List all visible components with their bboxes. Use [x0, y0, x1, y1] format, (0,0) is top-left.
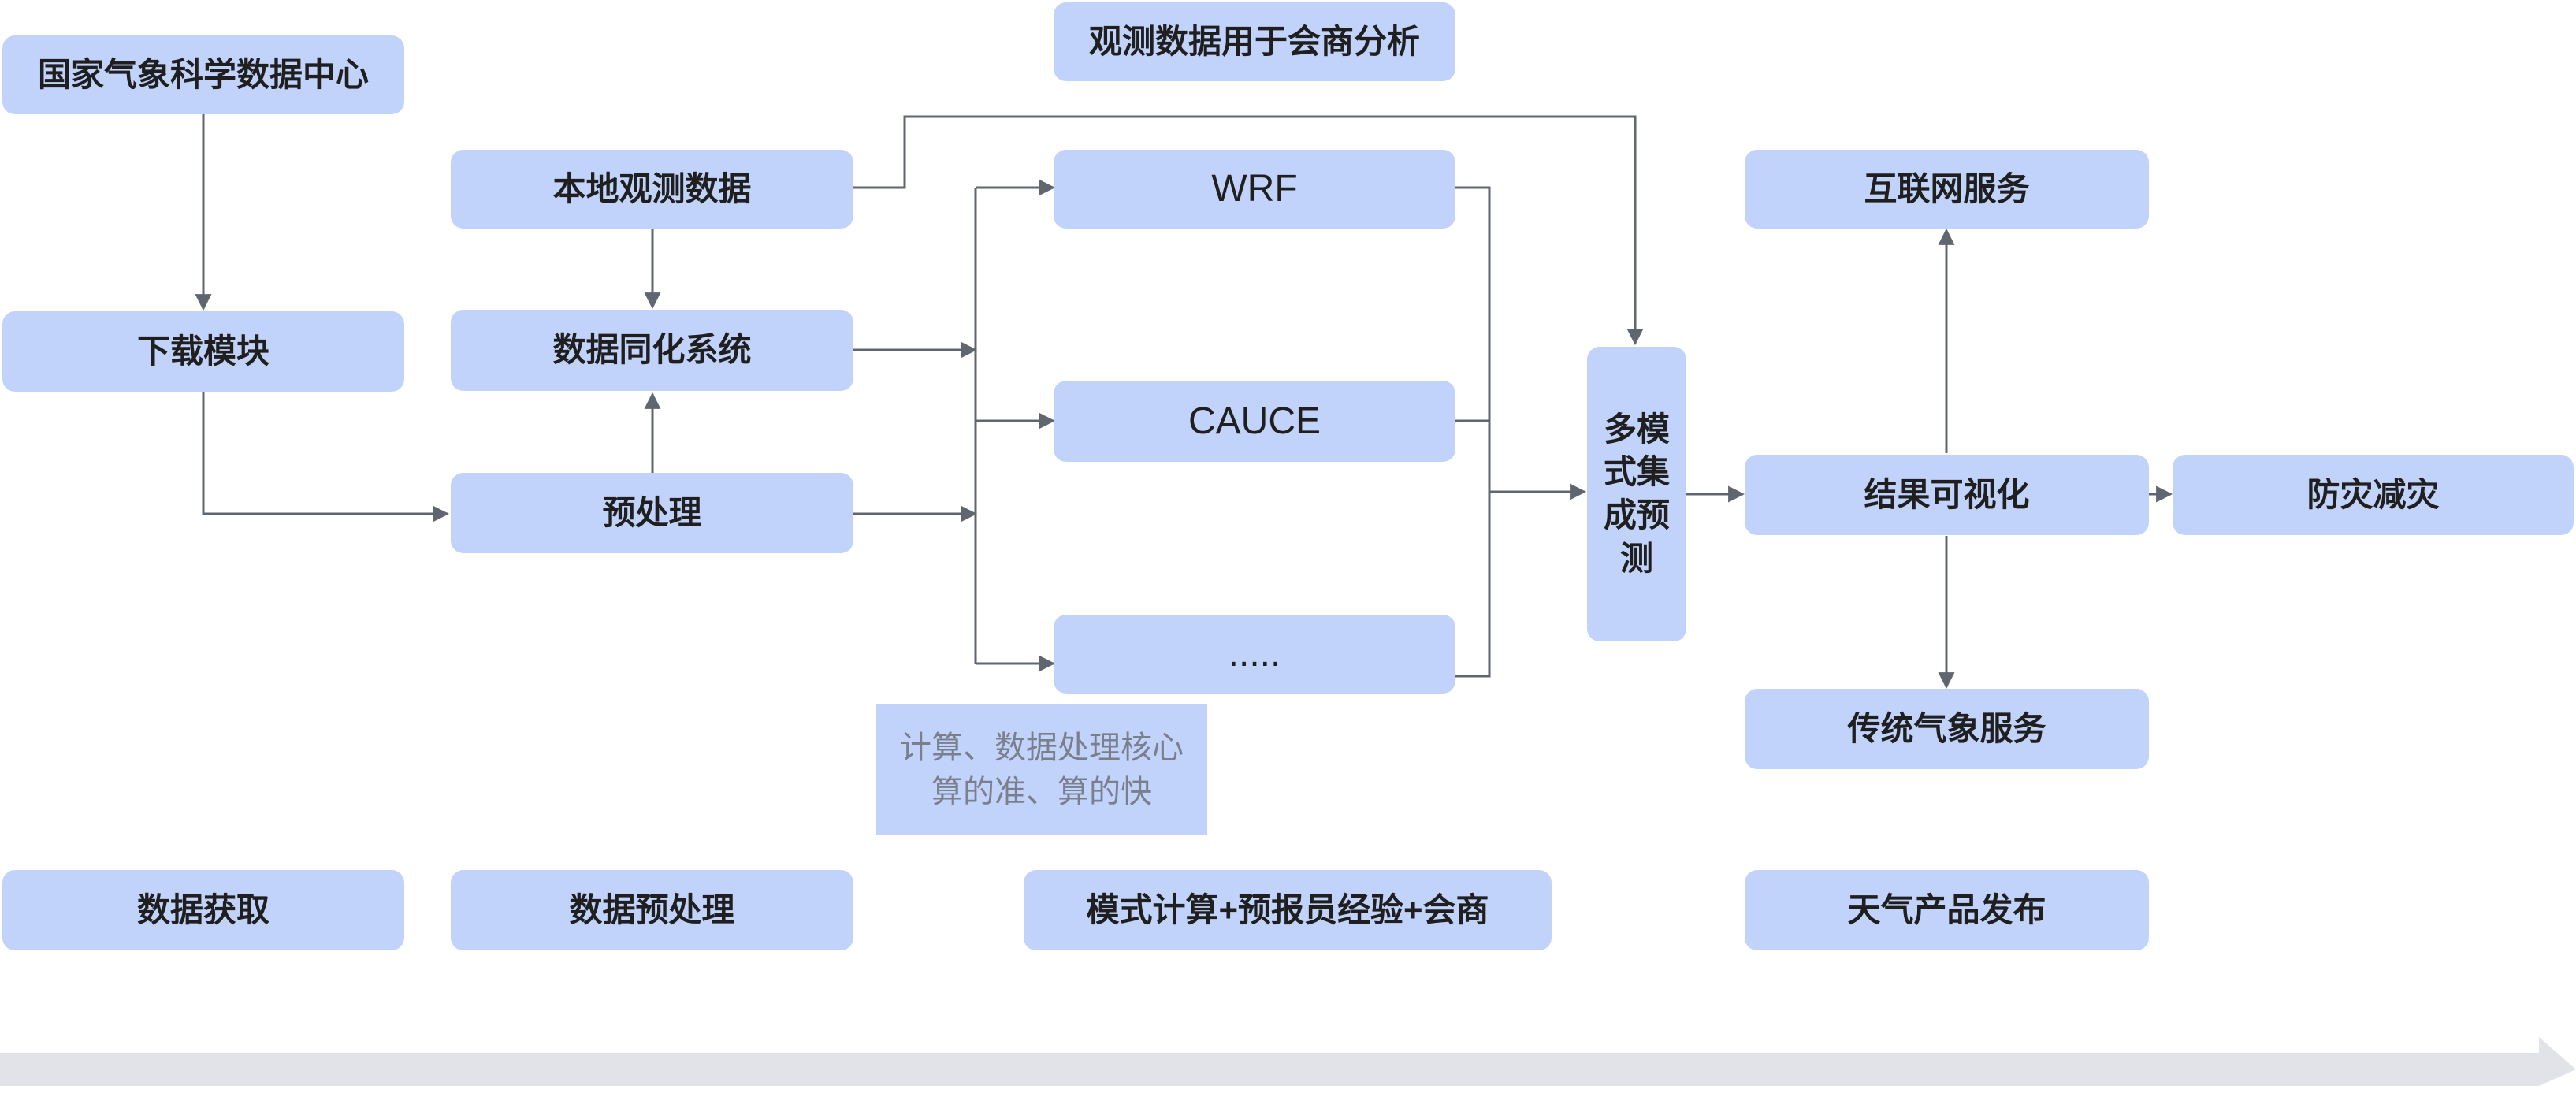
node-disaster: 防灾减灾 — [2173, 455, 2574, 535]
node-national-center: 国家气象科学数据中心 — [2, 35, 404, 114]
node-preprocess: 预处理 — [451, 473, 853, 553]
node-ensemble: 多模式集成预测 — [1587, 347, 1686, 641]
node-ellipsis: ..... — [1054, 615, 1455, 694]
node-wrf: WRF — [1054, 150, 1455, 229]
node-traditional-service: 传统气象服务 — [1745, 689, 2149, 769]
edge-models-merge — [1455, 186, 1491, 678]
stage-model: 模式计算+预报员经验+会商 — [1024, 870, 1552, 950]
edge-download-to-preprocess — [202, 392, 450, 522]
core-note-line1: 计算、数据处理核心 — [900, 730, 1184, 765]
node-internet-service: 互联网服务 — [1745, 150, 2149, 229]
core-note-line2: 算的准、算的快 — [931, 774, 1152, 809]
node-obs-consult: 观测数据用于会商分析 — [1054, 2, 1455, 81]
node-visualization: 结果可视化 — [1745, 455, 2149, 535]
node-cauce: CAUCE — [1054, 381, 1455, 462]
timeline-arrow — [0, 1037, 2576, 1086]
stage-acquire: 数据获取 — [2, 870, 404, 950]
core-note: 计算、数据处理核心 算的准、算的快 — [876, 704, 1207, 835]
stage-publish: 天气产品发布 — [1745, 870, 2149, 950]
node-local-obs: 本地观测数据 — [451, 150, 853, 229]
node-assimilation: 数据同化系统 — [451, 310, 853, 391]
stage-preprocess: 数据预处理 — [451, 870, 853, 950]
node-download-module: 下载模块 — [2, 311, 404, 392]
edge-localobs-to-ensemble — [853, 115, 1644, 346]
